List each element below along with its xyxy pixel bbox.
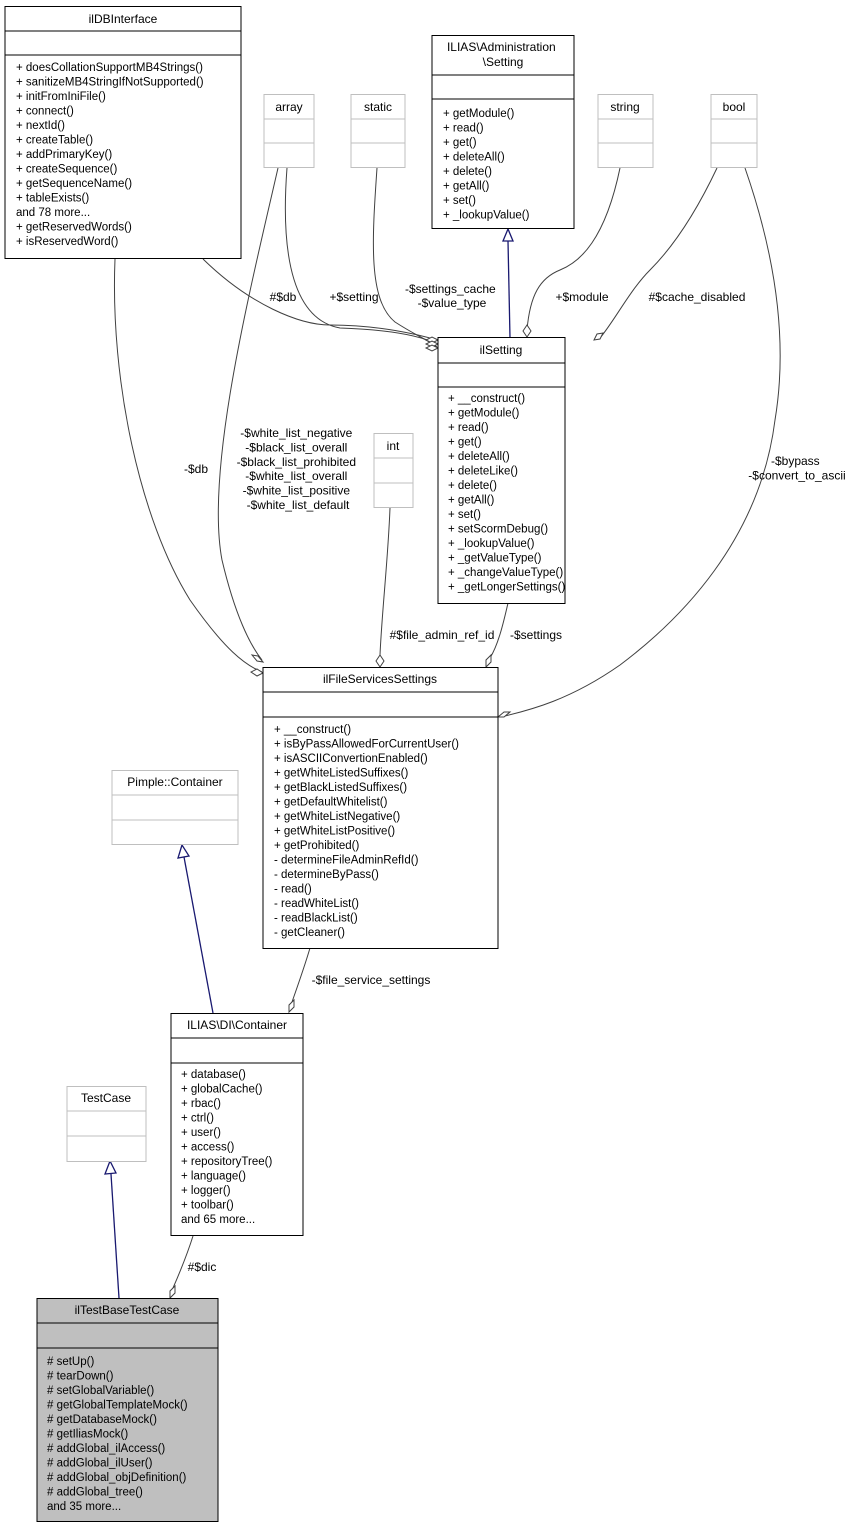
class-node-pimple-container[interactable]: Pimple::Container bbox=[111, 770, 239, 845]
label-file-service-settings: -$file_service_settings bbox=[312, 973, 431, 987]
class-node-administration-setting[interactable]: ILIAS\Administration \Setting + getModul… bbox=[431, 35, 575, 229]
class-node-bool[interactable]: bool bbox=[710, 94, 758, 168]
diamond-di-filesettings bbox=[288, 998, 295, 1014]
node-frame bbox=[431, 35, 575, 229]
class-title: bool bbox=[723, 100, 746, 114]
class-node-iltestbasetestcase[interactable]: ilTestBaseTestCase # setUp() # tearDown(… bbox=[36, 1298, 219, 1522]
edge-filesettings-to-dicontainer bbox=[291, 947, 311, 1003]
class-node-ilsetting[interactable]: ilSetting + __construct() + getModule() … bbox=[437, 337, 566, 604]
diamond-file-db bbox=[250, 668, 264, 677]
label-db-file: -$db bbox=[184, 462, 208, 476]
node-frame bbox=[262, 667, 499, 949]
edges bbox=[110, 167, 781, 1299]
class-title: string bbox=[610, 100, 639, 114]
node-frame bbox=[170, 1013, 304, 1236]
aggregation-diamonds bbox=[169, 324, 604, 1300]
edge-labels: #$db +$setting -$settings_cache -$value_… bbox=[184, 282, 846, 1274]
class-node-filesettings[interactable]: ilFileServicesSettings + __construct() +… bbox=[262, 667, 499, 949]
diamond-ilsetting-cache bbox=[424, 344, 440, 352]
class-title: TestCase bbox=[81, 1091, 131, 1105]
diamond-file-adminref bbox=[375, 654, 385, 668]
class-title: ilTestBaseTestCase bbox=[75, 1303, 180, 1317]
edge-inherit-ilsetting-admin bbox=[507, 240, 511, 339]
member-list: + __construct() + getModule() + read() +… bbox=[448, 393, 566, 594]
label-settings: -$settings bbox=[510, 628, 562, 642]
node-frame bbox=[36, 1298, 219, 1522]
class-title: ilDBInterface bbox=[89, 12, 158, 26]
diamond-ilsetting-module bbox=[522, 324, 532, 338]
class-node-int[interactable]: int bbox=[373, 433, 414, 508]
edge-array-to-filesettings bbox=[217, 167, 279, 661]
node-frame bbox=[373, 433, 414, 508]
member-list: + database() + globalCache() + rbac() + … bbox=[181, 1069, 275, 1226]
edge-array-to-ilsetting bbox=[284, 167, 438, 345]
class-title: ILIAS\Administration \Setting bbox=[447, 40, 559, 69]
label-dic: #$dic bbox=[188, 1260, 217, 1274]
edge-dicontainer-to-iltestbase bbox=[172, 1235, 194, 1289]
class-title: Pimple::Container bbox=[127, 775, 222, 789]
class-node-di-container[interactable]: ILIAS\DI\Container + database() + global… bbox=[170, 1013, 304, 1236]
node-frame bbox=[350, 94, 406, 168]
arrowhead-testcase bbox=[104, 1159, 118, 1175]
edge-inherit-dicontainer-pimple bbox=[183, 856, 214, 1014]
class-node-array[interactable]: array bbox=[263, 94, 315, 168]
class-node-ildbinterface[interactable]: ilDBInterface + doesCollationSupportMB4S… bbox=[4, 6, 242, 259]
label-white-lists: -$white_list_negative -$black_list_overa… bbox=[237, 426, 360, 512]
node-frame bbox=[597, 94, 654, 168]
edge-static-to-ilsetting bbox=[372, 167, 438, 348]
member-list: + getModule() + read() + get() + deleteA… bbox=[443, 108, 530, 222]
edge-int-to-filesettings bbox=[379, 507, 391, 656]
label-file-admin: #$file_admin_ref_id bbox=[390, 628, 495, 642]
edge-db-to-filesettings bbox=[113, 258, 263, 673]
node-frame bbox=[111, 770, 239, 845]
label-bypass: -$bypass -$convert_to_ascii bbox=[748, 454, 845, 483]
class-node-string[interactable]: string bbox=[597, 94, 654, 168]
class-node-testcase[interactable]: TestCase bbox=[66, 1086, 147, 1162]
edge-string-to-ilsetting bbox=[526, 167, 621, 331]
member-list: # setUp() # tearDown() # setGlobalVariab… bbox=[47, 1356, 191, 1513]
diamond-ilsetting-cachedisabled bbox=[593, 332, 604, 341]
edge-db-to-ilsetting bbox=[202, 258, 438, 341]
node-frame bbox=[4, 6, 242, 259]
inheritance-arrowheads bbox=[104, 227, 514, 1175]
edge-inherit-iltestbase-testcase bbox=[110, 1173, 120, 1299]
edge-bool-to-ilsetting bbox=[599, 167, 718, 339]
class-title: ilFileServicesSettings bbox=[323, 672, 437, 686]
edge-ilsetting-to-filesettings bbox=[489, 602, 509, 659]
label-settings-cache: -$settings_cache -$value_type bbox=[405, 282, 499, 310]
node-frame bbox=[263, 94, 315, 168]
edge-bool-to-filesettings bbox=[504, 167, 781, 717]
diamond-file-bypass bbox=[496, 711, 512, 718]
label-setting: +$setting bbox=[329, 290, 378, 304]
label-db-setting: #$db bbox=[270, 290, 297, 304]
arrowhead-pimple bbox=[177, 843, 191, 859]
class-title: int bbox=[387, 439, 400, 453]
member-list: + doesCollationSupportMB4Strings() + san… bbox=[16, 62, 207, 248]
node-frame bbox=[66, 1086, 147, 1162]
arrowhead-admin-setting bbox=[502, 227, 514, 242]
class-title: ILIAS\DI\Container bbox=[187, 1018, 287, 1032]
class-node-static[interactable]: static bbox=[350, 94, 406, 168]
label-module: +$module bbox=[555, 290, 608, 304]
node-frame bbox=[437, 337, 566, 604]
node-frame bbox=[710, 94, 758, 168]
class-title: static bbox=[364, 100, 392, 114]
member-list: + __construct() + isByPassAllowedForCurr… bbox=[274, 724, 462, 939]
diamond-testbase-dic bbox=[169, 1284, 176, 1300]
label-cache-disabled: #$cache_disabled bbox=[649, 290, 746, 304]
class-title: ilSetting bbox=[480, 343, 523, 357]
diamond-file-settings bbox=[485, 653, 492, 669]
class-title: array bbox=[275, 100, 302, 114]
diamond-file-whitelists bbox=[250, 654, 265, 663]
